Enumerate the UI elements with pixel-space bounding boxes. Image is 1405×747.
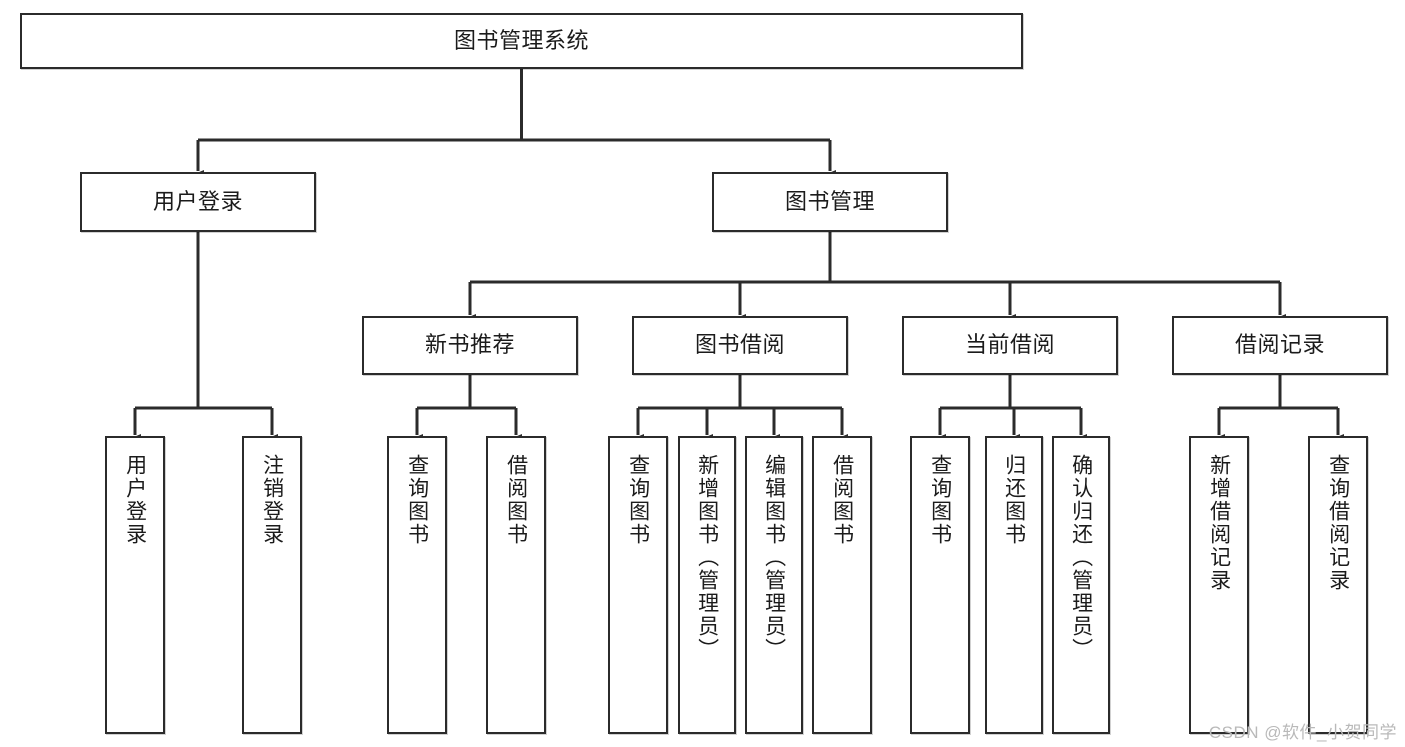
node-label: 编辑图书（管理员） (762, 454, 786, 661)
node-leaf-logout: 注销登录 (242, 436, 302, 734)
node-leaf-query-record: 查询借阅记录 (1308, 436, 1368, 734)
node-label: 查询图书 (626, 454, 650, 546)
node-leaf-add-book: 新增图书（管理员） (678, 436, 736, 734)
node-label: 借阅图书 (504, 454, 528, 546)
node-leaf-user-login: 用户登录 (105, 436, 165, 734)
node-label: 查询图书 (928, 454, 952, 546)
node-label: 新增借阅记录 (1207, 454, 1231, 592)
node-label: 查询借阅记录 (1326, 454, 1350, 592)
node-leaf-query-book-3: 查询图书 (910, 436, 970, 734)
node-user-login: 用户登录 (80, 172, 316, 232)
node-label: 新书推荐 (424, 332, 515, 358)
node-label: 借阅记录 (1234, 332, 1325, 358)
node-leaf-edit-book: 编辑图书（管理员） (745, 436, 803, 734)
node-label: 归还图书 (1002, 454, 1026, 546)
node-leaf-return-book: 归还图书 (985, 436, 1043, 734)
node-book-borrow: 图书借阅 (632, 316, 848, 375)
node-label: 图书管理系统 (453, 27, 589, 53)
node-current-borrow: 当前借阅 (902, 316, 1118, 375)
node-label: 用户登录 (152, 188, 243, 214)
node-label: 查询图书 (405, 454, 429, 546)
node-book-manage: 图书管理 (712, 172, 948, 232)
node-label: 注销登录 (260, 454, 284, 546)
node-label: 当前借阅 (964, 332, 1055, 358)
node-leaf-confirm-return: 确认归还（管理员） (1052, 436, 1110, 734)
node-leaf-add-record: 新增借阅记录 (1189, 436, 1249, 734)
node-label: 图书借阅 (694, 332, 785, 358)
node-label: 新增图书（管理员） (695, 454, 719, 661)
node-new-book-rec: 新书推荐 (362, 316, 578, 375)
node-leaf-query-book-2: 查询图书 (608, 436, 668, 734)
node-root: 图书管理系统 (20, 13, 1023, 69)
node-label: 图书管理 (784, 188, 875, 214)
node-leaf-borrow-book-1: 借阅图书 (486, 436, 546, 734)
node-leaf-query-book-1: 查询图书 (387, 436, 447, 734)
csdn-watermark: CSDN @软件_小贺同学 (1208, 723, 1397, 742)
node-label: 借阅图书 (830, 454, 854, 546)
node-borrow-record: 借阅记录 (1172, 316, 1388, 375)
node-leaf-borrow-book-2: 借阅图书 (812, 436, 872, 734)
node-label: 用户登录 (123, 454, 147, 546)
node-label: 确认归还（管理员） (1069, 454, 1093, 661)
